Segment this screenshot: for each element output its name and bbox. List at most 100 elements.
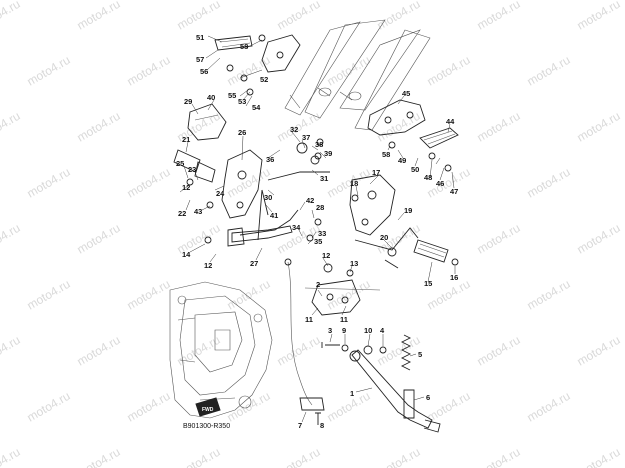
left-rear-footrest-bracket <box>214 34 301 73</box>
sidestand-spring <box>400 334 415 419</box>
label-2: 2 <box>316 280 320 289</box>
label-47: 47 <box>450 187 458 196</box>
label-28: 28 <box>316 203 324 212</box>
watermark-text: moto4.ru <box>425 53 473 89</box>
watermark-text: moto4.ru <box>0 333 23 369</box>
watermark-text: moto4.ru <box>275 445 323 468</box>
label-21: 21 <box>182 135 190 144</box>
watermark-text: moto4.ru <box>575 221 623 257</box>
watermark-text: moto4.ru <box>475 109 523 145</box>
label-11-right: 11 <box>340 315 348 324</box>
watermark-text: moto4.ru <box>125 165 173 201</box>
label-37: 37 <box>302 133 310 142</box>
label-53: 53 <box>238 97 246 106</box>
label-56: 56 <box>200 67 208 76</box>
label-33: 33 <box>318 229 326 238</box>
label-52: 52 <box>260 75 268 84</box>
label-18: 18 <box>350 179 358 188</box>
label-13: 13 <box>350 259 358 268</box>
label-4: 4 <box>380 326 385 335</box>
label-19: 19 <box>404 206 412 215</box>
label-54: 54 <box>252 103 261 112</box>
label-49: 49 <box>398 156 406 165</box>
watermark-text: moto4.ru <box>425 389 473 425</box>
right-footrest-bracket <box>349 174 396 236</box>
label-9: 9 <box>342 326 346 335</box>
watermark-text: moto4.ru <box>475 333 523 369</box>
watermark-text: moto4.ru <box>25 277 73 313</box>
watermark-text: moto4.ru <box>25 389 73 425</box>
label-22: 22 <box>178 209 186 218</box>
watermark-text: moto4.ru <box>525 165 573 201</box>
watermark-text: moto4.ru <box>575 109 623 145</box>
label-36: 36 <box>266 155 274 164</box>
label-35: 35 <box>314 237 322 246</box>
label-5: 5 <box>418 350 422 359</box>
part-labels: 51 58 57 56 52 55 53 54 29 40 21 25 23 1… <box>176 33 458 430</box>
label-29: 29 <box>184 97 192 106</box>
watermark-text: moto4.ru <box>275 0 323 33</box>
watermark-text: moto4.ru <box>175 0 223 33</box>
label-31: 31 <box>320 174 328 183</box>
watermark-text: moto4.ru <box>0 0 23 33</box>
label-46: 46 <box>436 179 444 188</box>
sidestand-bracket <box>304 279 381 316</box>
watermark-text: moto4.ru <box>475 221 523 257</box>
label-12-lower: 12 <box>204 261 212 270</box>
label-27: 27 <box>250 259 258 268</box>
sidestand <box>349 349 441 433</box>
label-58-top: 58 <box>240 42 248 51</box>
label-25: 25 <box>176 159 184 168</box>
label-20: 20 <box>380 233 388 242</box>
leader-lines <box>179 35 456 423</box>
watermark-text: moto4.ru <box>0 221 23 257</box>
watermark-text: moto4.ru <box>125 389 173 425</box>
label-1: 1 <box>350 389 354 398</box>
label-3: 3 <box>328 326 332 335</box>
engine-case <box>169 281 273 419</box>
label-23: 23 <box>188 165 196 174</box>
right-rider-footrest <box>413 239 459 266</box>
right-rear-footrest-bracket <box>367 99 426 136</box>
watermark-text: moto4.ru <box>375 0 423 33</box>
label-38: 38 <box>315 140 323 149</box>
label-6: 6 <box>426 393 430 402</box>
watermark-text: moto4.ru <box>125 277 173 313</box>
diagram-code: B901300-R350 <box>183 423 230 430</box>
label-41: 41 <box>270 211 278 220</box>
watermark-text: moto4.ru <box>125 53 173 89</box>
watermark-text: moto4.ru <box>475 0 523 33</box>
label-40: 40 <box>207 93 215 102</box>
label-14: 14 <box>182 250 191 259</box>
watermark-text: moto4.ru <box>175 445 223 468</box>
label-8: 8 <box>320 421 324 430</box>
watermark-text: moto4.ru <box>325 389 373 425</box>
watermark-text: moto4.ru <box>525 277 573 313</box>
watermark-text: moto4.ru <box>75 221 123 257</box>
watermark-text: moto4.ru <box>375 445 423 468</box>
watermark-text: moto4.ru <box>0 109 23 145</box>
watermark-text: moto4.ru <box>0 445 23 468</box>
label-42: 42 <box>306 196 314 205</box>
watermark-text: moto4.ru <box>75 333 123 369</box>
label-12-mid: 12 <box>322 251 330 260</box>
watermark-text: moto4.ru <box>225 277 273 313</box>
watermark-text: moto4.ru <box>425 165 473 201</box>
label-58-right: 58 <box>382 150 390 159</box>
label-34: 34 <box>292 223 301 232</box>
left-footrest-bracket <box>221 149 263 219</box>
sidestand-switch-cable <box>284 258 325 411</box>
label-43: 43 <box>194 207 202 216</box>
label-11-left: 11 <box>305 315 313 324</box>
watermark-text: moto4.ru <box>525 53 573 89</box>
label-26: 26 <box>238 128 246 137</box>
watermark-text: moto4.ru <box>175 333 223 369</box>
heel-plate <box>187 103 227 141</box>
label-7: 7 <box>298 421 302 430</box>
watermark-text: moto4.ru <box>325 165 373 201</box>
watermark-text: moto4.ru <box>575 0 623 33</box>
watermark-text: moto4.ru <box>325 53 373 89</box>
shift-pedal <box>227 225 293 247</box>
